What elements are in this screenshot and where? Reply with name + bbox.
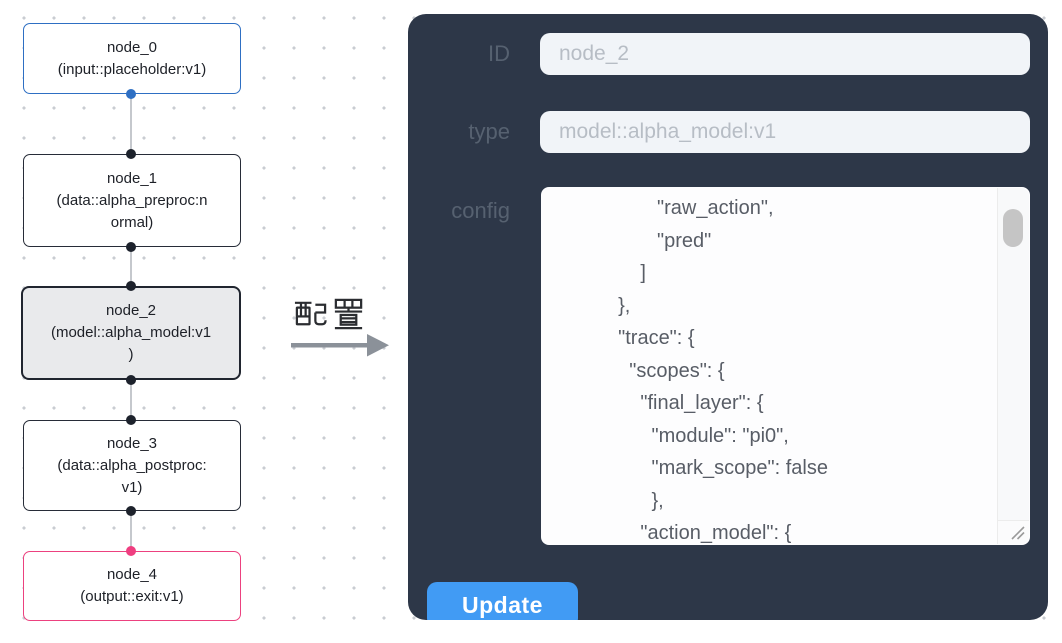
node-subtitle: (output::exit:v1) bbox=[80, 588, 184, 605]
node-subtitle: (data::alpha_preproc:n bbox=[56, 191, 208, 209]
node-subtitle: (model::alpha_model:v1 bbox=[50, 324, 212, 341]
config-field-label: config bbox=[451, 198, 510, 223]
config-json-text[interactable]: "raw_action", "pred" ] }, "trace": { "sc… bbox=[618, 197, 828, 544]
right-arrow-icon bbox=[291, 334, 389, 357]
graph-node-node_4[interactable]: node_4 (output::exit:v1) bbox=[23, 551, 241, 621]
update-button[interactable]: Update bbox=[427, 582, 578, 620]
config-textarea[interactable]: "raw_action", "pred" ] }, "trace": { "sc… bbox=[541, 187, 1030, 545]
id-input[interactable] bbox=[540, 33, 1030, 75]
config-label-glyph bbox=[293, 296, 366, 331]
node-title: node_1 bbox=[106, 169, 158, 187]
transition-annotation: 配置 bbox=[289, 296, 399, 358]
node-subtitle: v1) bbox=[121, 478, 143, 496]
resize-grip-icon[interactable] bbox=[1007, 522, 1027, 542]
graph-node-node_3[interactable]: node_3 (data::alpha_postproc: v1) bbox=[23, 420, 241, 511]
node-subtitle: (data::alpha_postproc: bbox=[57, 456, 207, 474]
edge-node1-node2 bbox=[130, 247, 132, 287]
node-config-panel: ID type config "raw_action", "pred" ] },… bbox=[408, 14, 1048, 620]
port-dot-node0-out[interactable] bbox=[126, 89, 136, 99]
graph-node-node_2-selected[interactable]: node_2 (model::alpha_model:v1 ) bbox=[21, 286, 241, 380]
id-field-label: ID bbox=[488, 41, 510, 66]
port-dot-node3-out[interactable] bbox=[126, 506, 136, 516]
graph-node-node_1[interactable]: node_1 (data::alpha_preproc:n ormal) bbox=[23, 154, 241, 247]
port-dot-node1-in[interactable] bbox=[126, 149, 136, 159]
node-subtitle: ) bbox=[128, 346, 134, 363]
type-input[interactable] bbox=[540, 111, 1030, 153]
node-subtitle: ormal) bbox=[110, 213, 154, 231]
type-field-label: type bbox=[468, 119, 510, 144]
node-subtitle: (input::placeholder:v1) bbox=[57, 60, 207, 78]
graph-node-node_0[interactable]: node_0 (input::placeholder:v1) bbox=[23, 23, 241, 94]
transition-label-text: 配置 bbox=[289, 296, 290, 297]
edge-node3-node4 bbox=[130, 511, 132, 551]
edge-node0-node1 bbox=[130, 94, 132, 154]
port-dot-node4-in[interactable] bbox=[126, 546, 136, 556]
scrollbar-corner bbox=[997, 520, 1029, 544]
port-dot-node3-in[interactable] bbox=[126, 415, 136, 425]
node-title: node_2 bbox=[105, 302, 157, 319]
port-dot-node2-out[interactable] bbox=[126, 375, 136, 385]
port-dot-node2-in[interactable] bbox=[126, 281, 136, 291]
port-dot-node1-out[interactable] bbox=[126, 242, 136, 252]
node-title: node_0 bbox=[106, 38, 158, 56]
edge-node2-node3 bbox=[130, 380, 132, 420]
node-title: node_4 bbox=[106, 566, 158, 583]
scrollbar-thumb[interactable] bbox=[1003, 209, 1023, 247]
node-title: node_3 bbox=[106, 434, 158, 452]
